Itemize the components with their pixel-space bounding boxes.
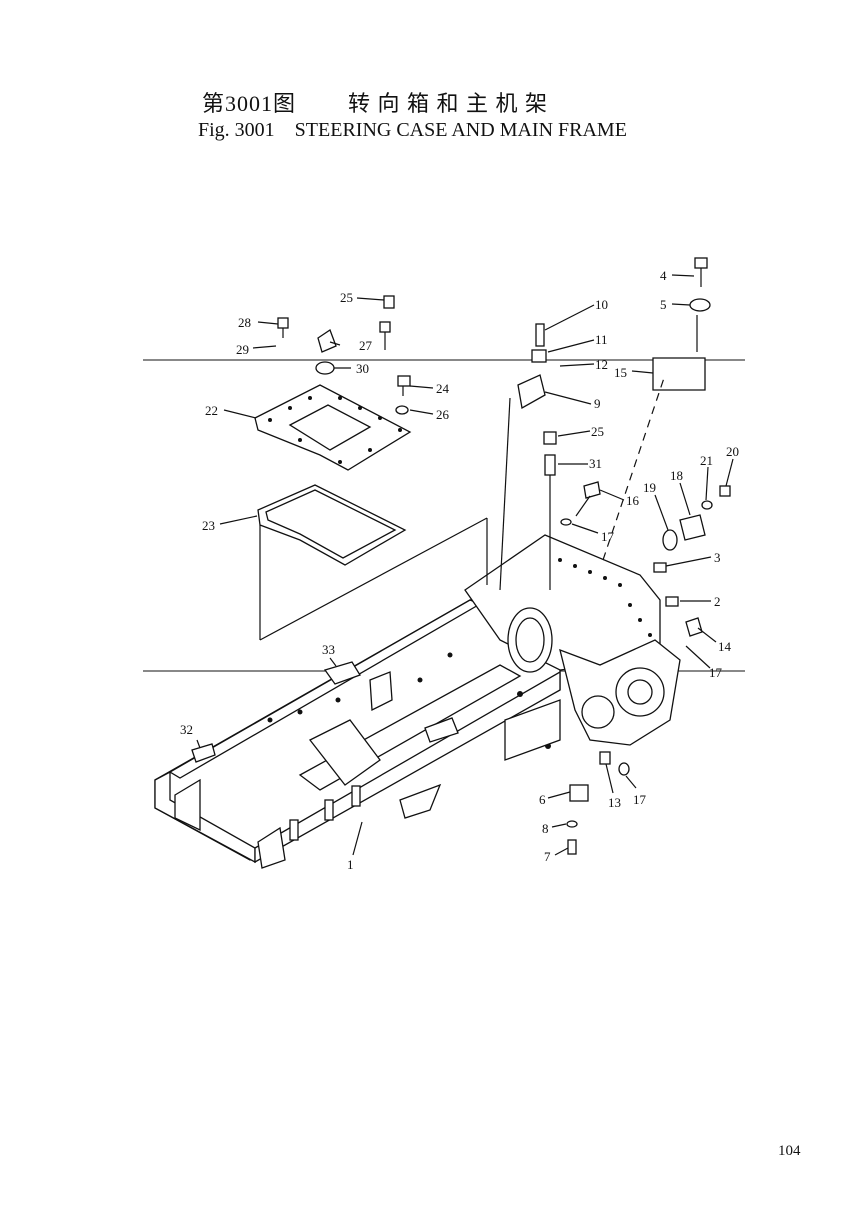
- callout-17b: 17: [709, 665, 723, 680]
- callout-20: 20: [726, 444, 739, 459]
- callout-16: 16: [626, 493, 640, 508]
- callout-13: 13: [608, 795, 621, 810]
- callout-24: 24: [436, 381, 450, 396]
- callout-33: 33: [322, 642, 335, 657]
- callout-15: 15: [614, 365, 627, 380]
- callout-22: 22: [205, 403, 218, 418]
- callout-19: 19: [643, 480, 656, 495]
- callout-25b: 25: [591, 424, 604, 439]
- figure-title-english: Fig. 3001 STEERING CASE AND MAIN FRAME: [198, 119, 627, 141]
- fasteners: [191, 257, 731, 855]
- callout-labels: 1 2 3 4 5 6 7 8 9 10 11 12 13 14 15 16 1…: [180, 268, 739, 872]
- callout-23: 23: [202, 518, 215, 533]
- callout-28: 28: [238, 315, 251, 330]
- leader-lines: [196, 274, 734, 856]
- callout-8: 8: [542, 821, 549, 836]
- callout-1: 1: [347, 857, 354, 872]
- callout-31: 31: [589, 456, 602, 471]
- callout-30: 30: [356, 361, 369, 376]
- callout-9: 9: [594, 396, 601, 411]
- callout-10: 10: [595, 297, 608, 312]
- callout-29: 29: [236, 342, 249, 357]
- callout-25a: 25: [340, 290, 353, 305]
- callout-11: 11: [595, 332, 608, 347]
- callout-6: 6: [539, 792, 546, 807]
- callout-17a: 17: [601, 529, 615, 544]
- callout-3: 3: [714, 550, 721, 565]
- page-number: 104: [778, 1143, 801, 1159]
- callout-27: 27: [359, 338, 373, 353]
- callout-12: 12: [595, 357, 608, 372]
- main-frame: [154, 597, 561, 869]
- callout-14: 14: [718, 639, 732, 654]
- callout-17c: 17: [633, 792, 647, 807]
- steering-case: [464, 534, 681, 746]
- callout-5: 5: [660, 297, 667, 312]
- callout-26: 26: [436, 407, 450, 422]
- callout-21: 21: [700, 453, 713, 468]
- figure-title-chinese: 第3001图 转 向 箱 和 主 机 架: [202, 91, 549, 116]
- callout-7: 7: [544, 849, 551, 864]
- callout-32: 32: [180, 722, 193, 737]
- callout-18: 18: [670, 468, 683, 483]
- callout-4: 4: [660, 268, 667, 283]
- callout-2: 2: [714, 594, 721, 609]
- cover-plate: [254, 384, 412, 471]
